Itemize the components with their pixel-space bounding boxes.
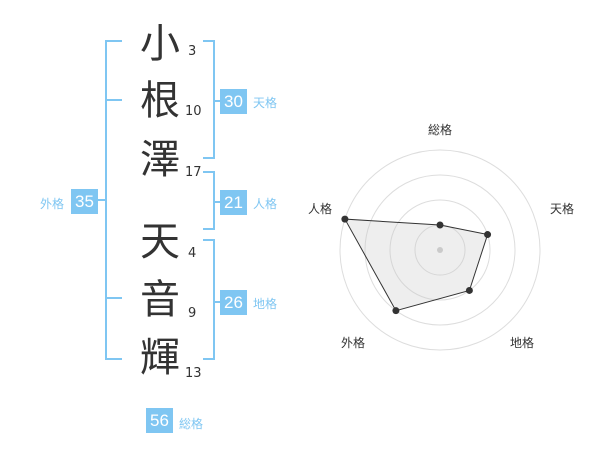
radar-label-jinkaku: 人格 [308,202,333,216]
jinkaku-bracket [203,171,215,230]
radar-point-1 [436,221,444,229]
stroke-count-5: 9 [188,306,197,321]
name-char-2: 根 [140,78,180,124]
radar-label-soukaku: 総格 [428,123,453,137]
radar-point-2 [484,231,492,239]
name-char-1: 小 [140,21,180,67]
radar-ring [339,149,541,351]
name-char-4: 天 [140,219,180,265]
soukaku-label: 総格 [179,417,204,431]
tenkaku-bracket [203,40,215,159]
chikaku-label: 地格 [253,297,278,311]
tenkaku-label: 天格 [253,96,278,110]
stroke-count-4: 4 [188,246,197,261]
stroke-count-6: 13 [185,366,202,381]
radar-point-5 [341,215,349,223]
soukaku-badge: 56 [146,408,173,433]
gaikaku-label: 外格 [40,197,65,211]
radar-series-polygon [344,218,489,312]
stroke-count-1: 3 [188,44,197,59]
jinkaku-badge: 21 [220,190,247,215]
gaikaku-bracket [105,40,122,360]
radar-ring [364,174,516,326]
tenkaku-badge: 30 [220,89,247,114]
name-char-6: 輝 [140,335,180,381]
radar-label-tenkaku: 天格 [550,202,575,216]
radar-label-chikaku: 地格 [510,336,535,350]
radar-chart [339,149,541,351]
chikaku-bracket [203,239,215,360]
gaikaku-badge: 35 [71,189,98,214]
stroke-count-2: 10 [185,104,202,119]
name-char-5: 音 [140,277,180,323]
jinkaku-label: 人格 [253,197,278,211]
radar-center [437,247,443,253]
radar-point-3 [465,286,473,294]
chikaku-badge: 26 [220,290,247,315]
radar-point-4 [392,307,400,315]
radar-ring [389,199,491,301]
stroke-count-3: 17 [185,165,202,180]
radar-label-gaikaku: 外格 [341,336,366,350]
name-char-3: 澤 [140,137,180,183]
